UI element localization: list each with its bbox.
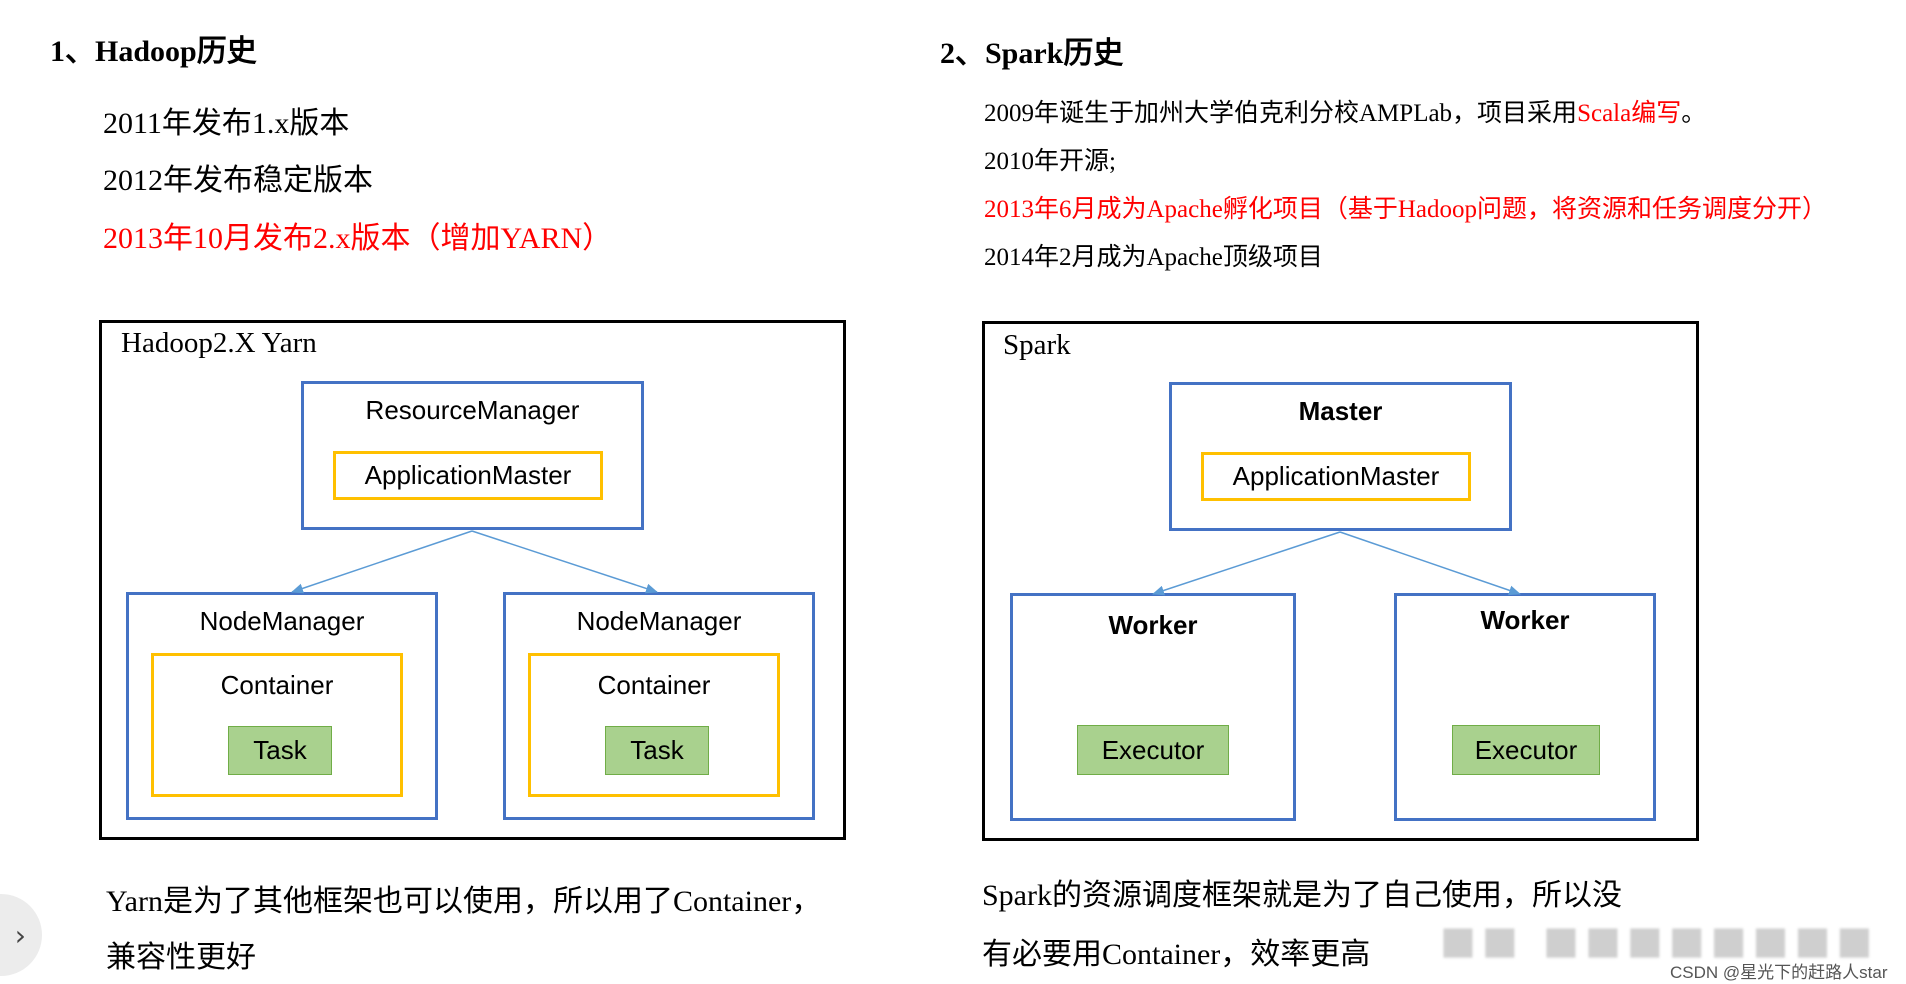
worker-label: Worker (1480, 605, 1570, 635)
container-box: Container Task (151, 653, 403, 797)
master-to-worker-2-arrow (1339, 531, 1521, 596)
worker-box: Worker Executor (1010, 593, 1296, 821)
task-box: Task (228, 726, 332, 775)
hadoop-note-line-1: Yarn是为了其他框架也可以使用，所以用了Container， (106, 885, 822, 918)
node-manager-label: NodeManager (576, 606, 742, 636)
spark-history-line-2: 2010年开源; (984, 148, 1116, 175)
master-box: Master ApplicationMaster (1169, 382, 1512, 531)
spark-history-line-1-highlight: Scala编写 (1577, 100, 1682, 127)
hadoop-history-line-3: 2013年10月发布2.x版本（增加YARN） (103, 222, 613, 255)
master-to-worker-1-arrow (1152, 531, 1341, 596)
task-box: Task (605, 726, 709, 775)
hadoop-application-master-box: ApplicationMaster (333, 451, 603, 500)
worker-box: Worker Executor (1394, 593, 1656, 821)
hadoop-note-line-2: 兼容性更好 (106, 941, 256, 974)
spark-history-line-1: 2009年诞生于加州大学伯克利分校AMPLab，项目采用Scala编写。 (984, 93, 1706, 129)
resource-manager-to-node-manager-1-arrow (291, 530, 473, 594)
spark-note-line-2: 有必要用Container，效率更高 (982, 938, 1371, 971)
worker-label: Worker (1108, 610, 1198, 640)
container-box: Container Task (528, 653, 780, 797)
resource-manager-box: ResourceManager ApplicationMaster (301, 381, 644, 530)
spark-frame: Spark (982, 321, 1699, 841)
spark-history-line-4: 2014年2月成为Apache顶级项目 (984, 244, 1323, 271)
spark-application-master-box: ApplicationMaster (1201, 452, 1471, 501)
hadoop-yarn-frame: Hadoop2.X Yarn (99, 320, 846, 840)
spark-history-line-1-prefix: 2009年诞生于加州大学伯克利分校AMPLab，项目采用 (984, 100, 1578, 127)
spark-history-heading: 2、Spark历史 (940, 37, 1124, 70)
executor-box: Executor (1452, 725, 1600, 775)
container-label: Container (220, 670, 334, 700)
csdn-watermark: CSDN @星光下的赶路人star (1670, 963, 1888, 982)
hadoop-history-line-1: 2011年发布1.x版本 (103, 107, 350, 140)
node-manager-box: NodeManager Container Task (503, 592, 815, 820)
spark-history-line-3: 2013年6月成为Apache孵化项目（基于Hadoop问题，将资源和任务调度分… (984, 196, 1827, 223)
spark-history-line-1-suffix: 。 (1681, 100, 1707, 127)
hadoop-history-line-2: 2012年发布稳定版本 (103, 164, 373, 197)
node-manager-box: NodeManager Container Task (126, 592, 438, 820)
spark-note-line-1: Spark的资源调度框架就是为了自己使用，所以没 (982, 879, 1622, 912)
hadoop-history-heading: 1、Hadoop历史 (50, 35, 257, 68)
hadoop-yarn-frame-title: Hadoop2.X Yarn (121, 327, 317, 359)
master-label: Master (1298, 396, 1383, 426)
node-manager-label: NodeManager (199, 606, 365, 636)
container-label: Container (597, 670, 711, 700)
executor-box: Executor (1077, 725, 1229, 775)
resource-manager-label: ResourceManager (365, 395, 580, 425)
blurred-watermark-graphic: ■■ ■■■■■■■■ (1440, 918, 1879, 962)
spark-frame-title: Spark (1003, 329, 1071, 361)
resource-manager-to-node-manager-2-arrow (471, 530, 658, 594)
